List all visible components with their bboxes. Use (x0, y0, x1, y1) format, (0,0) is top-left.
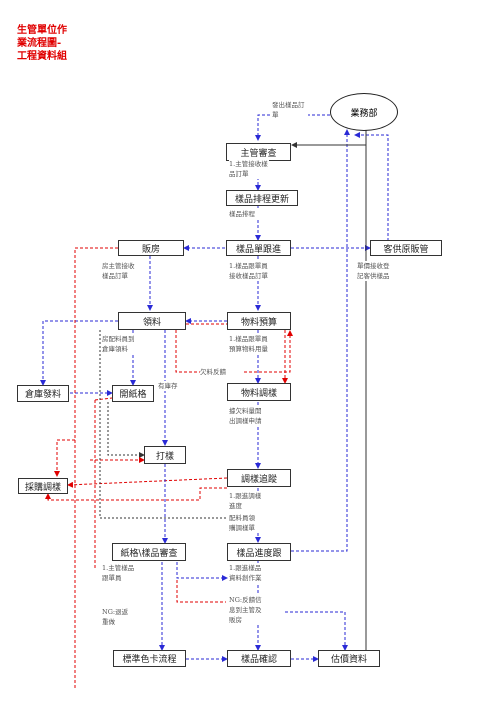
node-warehouse: 販房 (118, 240, 184, 256)
node-quote: 估價資料 (318, 650, 380, 667)
note-review: 1.主管樣品跟單員 (102, 563, 136, 583)
node-cutting: 開紙格 (112, 385, 154, 402)
edge-purchase-feedback (45, 487, 227, 501)
note-ng-feedback: NG:反饋信息到主管及販房 (229, 595, 267, 625)
note-stock: 有庫存 (158, 381, 186, 391)
note-adjust: 據欠料量開出調樣申請 (229, 406, 263, 426)
node-material-budget: 物料預算 (227, 312, 291, 330)
node-warehouse-issue: 倉庫發料 (17, 385, 69, 402)
edge-requisition-to-issue (40, 320, 118, 386)
note-issue-order: 發出樣品訂單 (272, 100, 308, 120)
node-pattern-review: 紙格\樣品審查 (112, 543, 186, 561)
node-standard-color: 標準色卡流程 (113, 650, 186, 667)
note-schedule: 樣品排程 (229, 209, 265, 219)
node-schedule-update: 樣品排程更新 (226, 190, 298, 206)
node-adjust-tracking: 調樣追蹤 (227, 469, 291, 487)
node-customer-support: 客供原販管 (370, 240, 442, 256)
note-adjust-tracking: 1.跟進調樣進度 (229, 491, 267, 511)
note-shortage: 欠料反饋 (200, 367, 242, 377)
edge-warehouse-left-loop (74, 247, 118, 690)
edge-cutting-to-sewing (107, 402, 145, 458)
note-warehouse: 房主管接收樣品訂單 (102, 261, 140, 281)
edge-requisition-to-adjust (186, 323, 288, 384)
note-requisition: 房配料員到倉庫領料 (102, 334, 136, 354)
node-sales: 業務部 (330, 93, 398, 131)
edge-review-red (176, 580, 226, 603)
note-customer: 單價接收登記客供樣品 (357, 261, 393, 281)
note-receive-order: 1.主管接收樣品訂單 (229, 159, 269, 179)
edge-shortage-feedback (175, 330, 293, 373)
node-sample-confirm: 樣品確認 (227, 650, 291, 667)
edge-material-loop (99, 330, 227, 519)
note-tracking: 1.樣品跟單員接收樣品訂單 (229, 261, 269, 281)
note-purchase: 購調樣單 (229, 523, 269, 533)
edge-sales-to-review (255, 114, 330, 141)
edge-review-to-progress (176, 562, 228, 581)
node-requisition: 領料 (118, 312, 186, 330)
node-sewing: 打樣 (144, 446, 186, 464)
node-sample-progress: 樣品進度跟 (227, 543, 291, 561)
edge-progress-to-sales (291, 129, 350, 552)
node-material-adjust: 物料調樣 (227, 383, 291, 401)
edge-progress-to-quote (285, 611, 348, 651)
edge-tracking-to-purchase (67, 477, 228, 488)
edge-customer-to-sales (354, 132, 389, 241)
page-title: 生管單位作業流程圖-工程資料組 (17, 25, 67, 62)
note-ng-redo: NG:退返重做 (102, 607, 134, 627)
node-sample-tracking: 樣品單跟進 (226, 240, 291, 256)
note-progress: 1.跟進樣品資料創作業 (229, 563, 265, 583)
note-material: 配料員領 (229, 513, 269, 523)
node-purchase-adjust: 採購調樣 (18, 478, 68, 494)
edge-loop-to-purchase (54, 439, 75, 477)
edge-loop-to-cutting (94, 397, 113, 570)
note-budget: 1.樣品跟單員預算物料用量 (229, 334, 269, 354)
